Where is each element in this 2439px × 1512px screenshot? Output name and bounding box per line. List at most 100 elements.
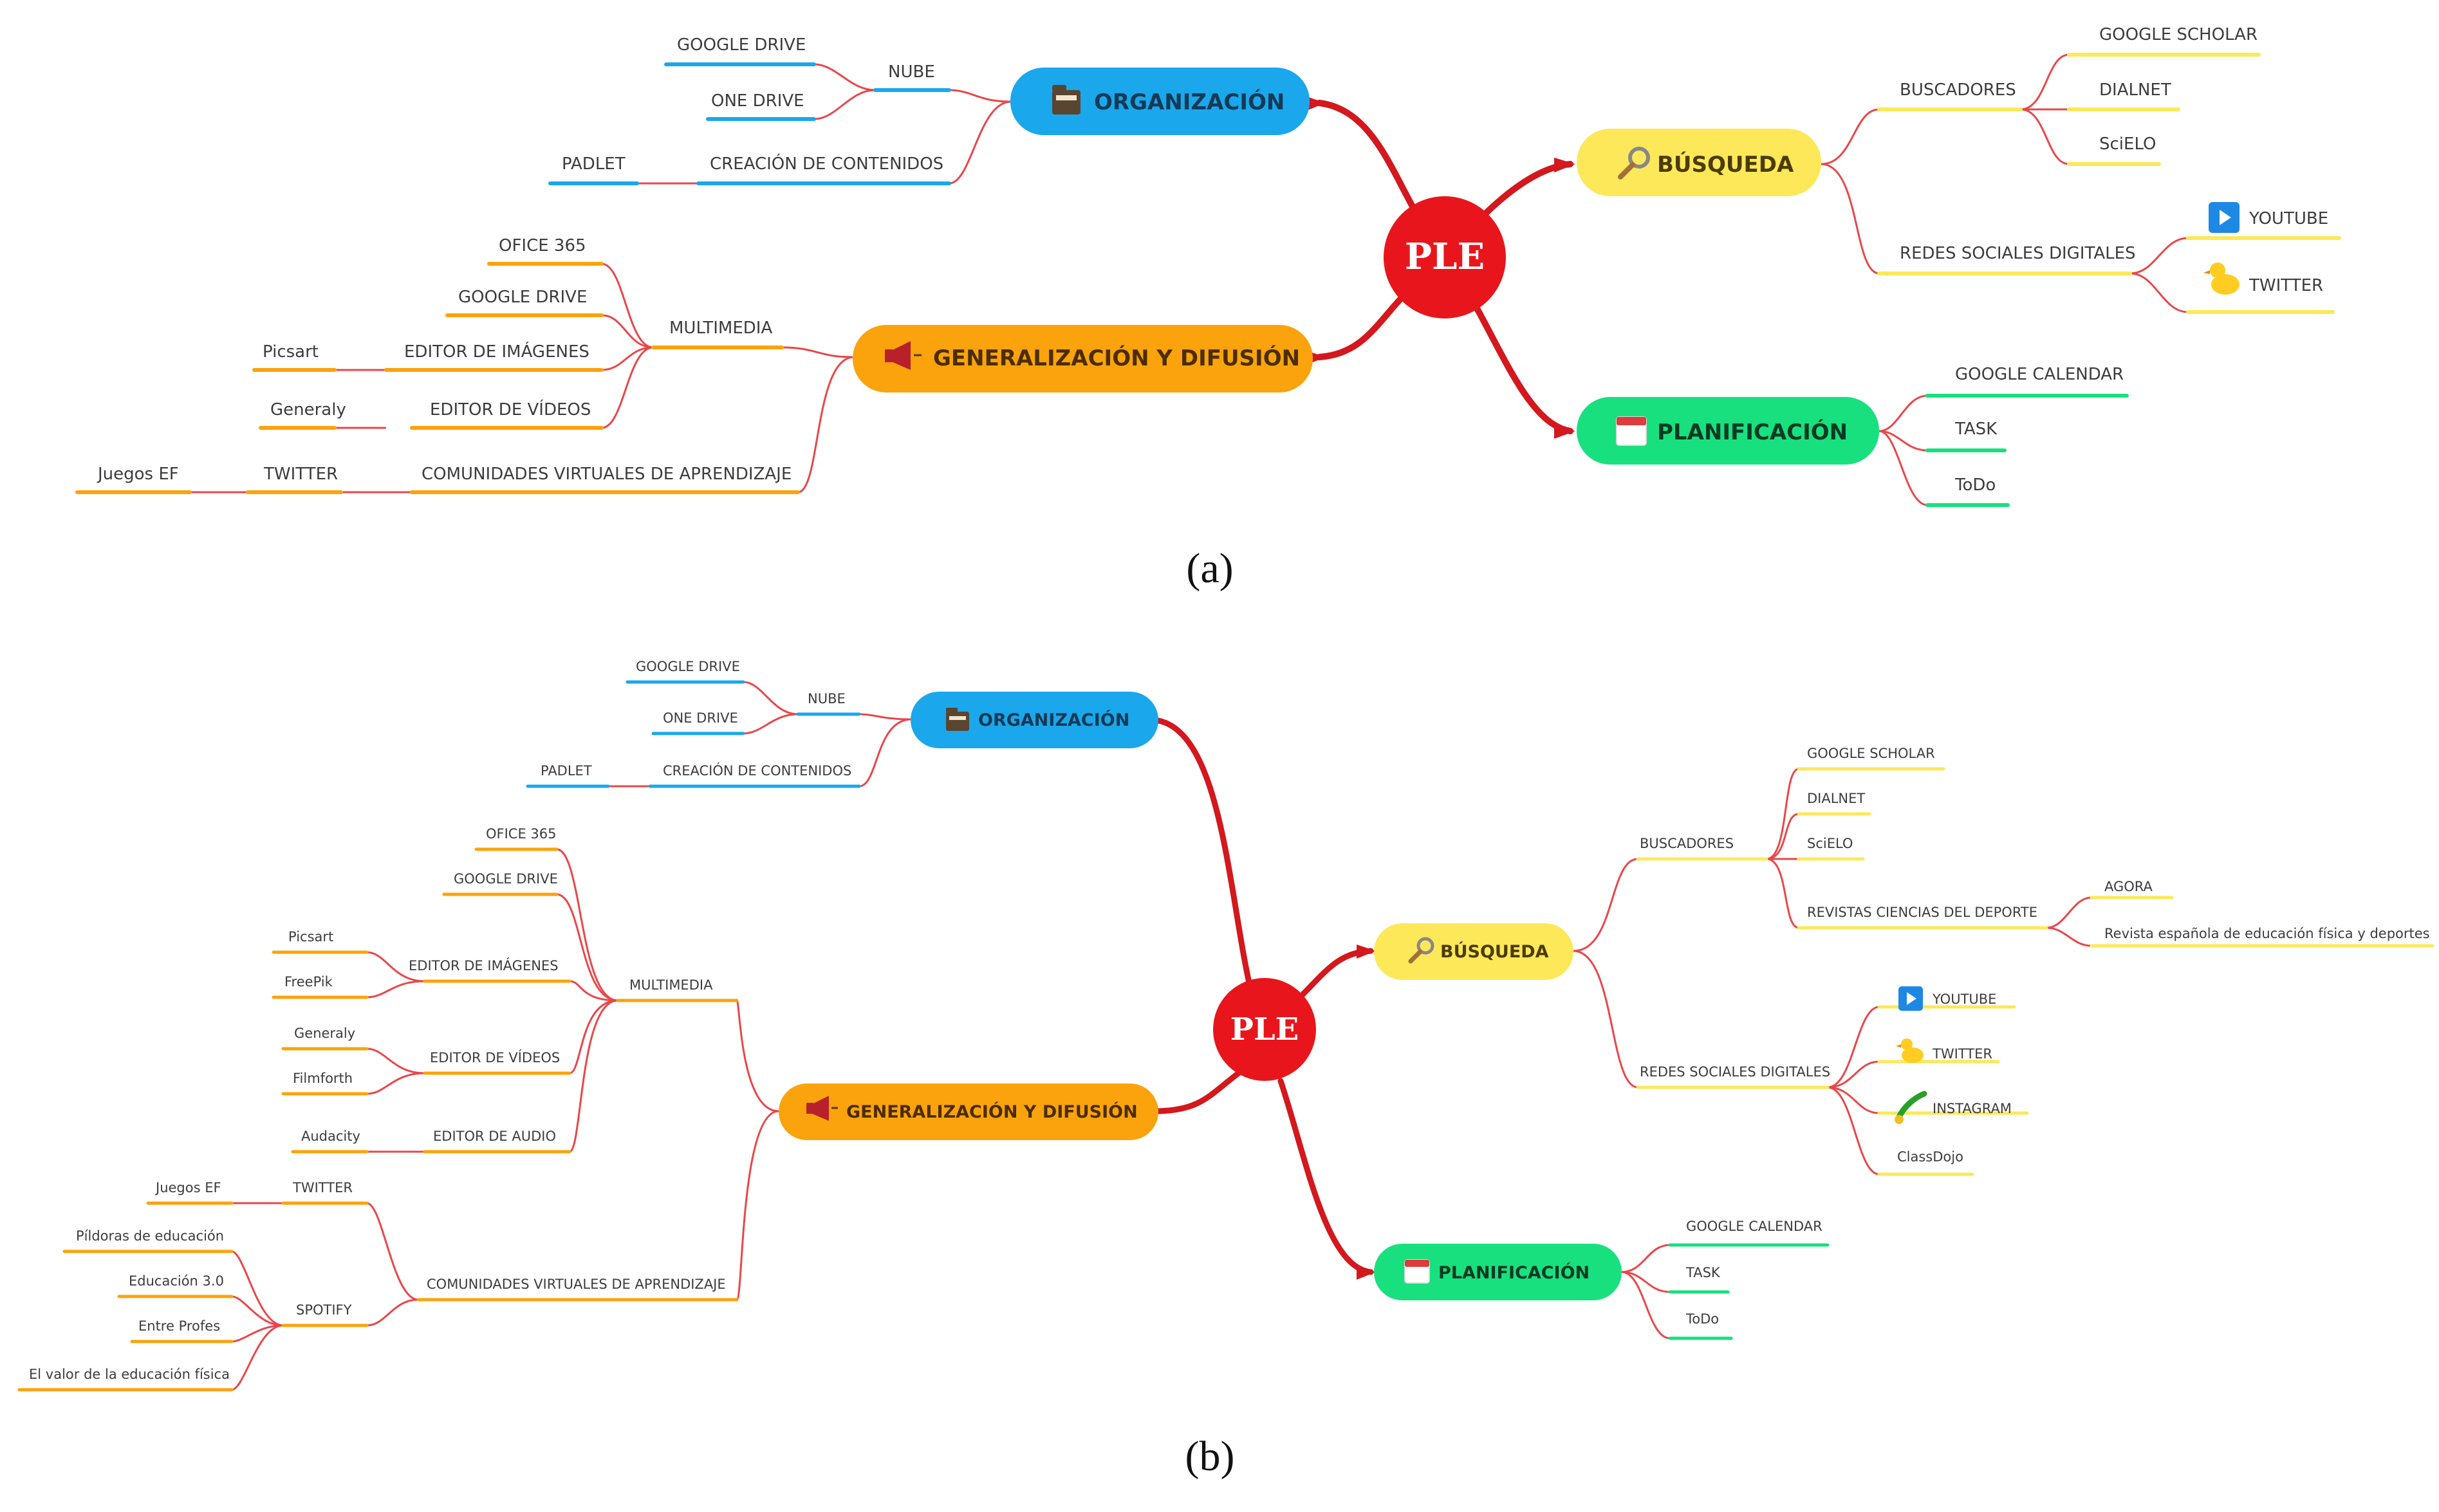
youtube-play-icon (2209, 202, 2240, 233)
b-bus-instagram: INSTAGRAM (1933, 1101, 2012, 1116)
caption-a: (a) (1186, 545, 1233, 592)
b-bus-agora: AGORA (2104, 879, 2153, 894)
a-gen-comunidades: COMUNIDADES VIRTUALES DE APRENDIZAJE (422, 465, 792, 484)
youtube-play-icon (1898, 986, 1923, 1011)
b-bus-redes: REDES SOCIALES DIGITALES (1640, 1064, 1830, 1080)
phone-icon (1895, 1091, 1927, 1124)
b-gen-editor-imagenes: EDITOR DE IMÁGENES (409, 957, 559, 973)
caption-b: (b) (1185, 1433, 1235, 1480)
megaphone-icon (885, 341, 922, 370)
b-bus-revistas: REVISTAS CIENCIAS DEL DEPORTE (1807, 905, 2037, 920)
a-bus-buscadores: BUSCADORES (1900, 80, 2016, 100)
connector-a-organizacion (1316, 100, 1419, 216)
connector-a-planificacion (1470, 299, 1573, 434)
a-org-google-drive: GOOGLE DRIVE (677, 35, 806, 55)
a-org-nube: NUBE (888, 62, 935, 82)
a-gen-google-drive: GOOGLE DRIVE (458, 288, 587, 307)
magnifier-icon (1618, 147, 1650, 180)
b-gen-office: OFICE 365 (486, 826, 557, 842)
b-org-google-drive: GOOGLE DRIVE (636, 659, 740, 674)
b-gen-educacion30: Educación 3.0 (129, 1273, 224, 1289)
node-b-generalizacion: GENERALIZACIÓN Y DIFUSIÓN (779, 1083, 1158, 1140)
b-pla-calendar: GOOGLE CALENDAR (1686, 1219, 1822, 1234)
node-a-planificacion-label: PLANIFICACIÓN (1657, 419, 1848, 445)
b-gen-freepik: FreePik (284, 974, 333, 990)
b-gen-editor-audio: EDITOR DE AUDIO (433, 1129, 556, 1144)
node-b-planificacion: PLANIFICACIÓN (1374, 1244, 1622, 1300)
a-pla-task: TASK (1954, 419, 1998, 439)
b-bus-dialnet: DIALNET (1807, 791, 1865, 806)
node-b-planificacion-label: PLANIFICACIÓN (1438, 1262, 1590, 1283)
b-pla-task: TASK (1685, 1265, 1721, 1280)
bird-icon (1896, 1038, 1924, 1063)
center-b-label: PLE (1230, 1011, 1299, 1047)
node-a-organizacion-label: ORGANIZACIÓN (1094, 89, 1284, 115)
a-gen-picsart: Picsart (263, 342, 319, 362)
b-gen-multimedia: MULTIMEDIA (629, 977, 713, 993)
b-gen-generaly: Generaly (294, 1026, 355, 1041)
b-gen-editor-videos: EDITOR DE VÍDEOS (430, 1049, 560, 1065)
magnifier-icon (1408, 937, 1434, 964)
calendar-icon (1404, 1259, 1430, 1284)
a-org-creacion: CREACIÓN DE CONTENIDOS (710, 153, 943, 174)
a-gen-office: OFICE 365 (499, 236, 586, 255)
b-org-padlet: PADLET (541, 763, 592, 779)
b-bus-buscadores: BUSCADORES (1640, 836, 1734, 851)
b-bus-youtube: YOUTUBE (1932, 991, 1996, 1007)
node-a-busqueda: BÚSQUEDA (1577, 129, 1821, 196)
folder-icon (946, 708, 969, 731)
a-pla-todo: ToDo (1954, 475, 1996, 495)
a-bus-dialnet: DIALNET (2099, 80, 2171, 100)
node-a-busqueda-label: BÚSQUEDA (1657, 151, 1794, 178)
b-org-one-drive: ONE DRIVE (663, 710, 738, 726)
node-b-busqueda: BÚSQUEDA (1374, 923, 1573, 980)
node-b-busqueda-label: BÚSQUEDA (1440, 941, 1549, 962)
a-gen-juegos: Juegos EF (97, 465, 179, 484)
b-pla-todo: ToDo (1685, 1311, 1719, 1327)
a-bus-redes: REDES SOCIALES DIGITALES (1900, 244, 2136, 263)
center-node-b: PLE (1213, 978, 1316, 1081)
calendar-icon (1616, 416, 1647, 446)
a-org-one-drive: ONE DRIVE (711, 91, 804, 111)
center-a-label: PLE (1405, 235, 1485, 278)
a-gen-generaly: Generaly (270, 400, 346, 419)
node-b-organizacion-label: ORGANIZACIÓN (978, 710, 1129, 730)
bird-icon (2203, 263, 2240, 295)
connector-a-busqueda (1477, 161, 1573, 222)
b-gen-picsart: Picsart (288, 929, 333, 945)
diagram-a: ORGANIZACIÓN BÚSQUEDA GENERALIZACIÓN Y D… (75, 25, 2341, 592)
b-gen-audacity: Audacity (301, 1129, 360, 1144)
a-bus-youtube: YOUTUBE (2249, 209, 2328, 228)
b-gen-pildoras: Píldoras de educación (76, 1228, 224, 1244)
b-gen-juegos: Juegos EF (154, 1180, 221, 1195)
b-gen-filmforth: Filmforth (293, 1071, 353, 1086)
a-gen-editor-videos: EDITOR DE VÍDEOS (430, 399, 591, 419)
diagram-b: ORGANIZACIÓN BÚSQUEDA GENERALIZACIÓN Y D… (17, 659, 2434, 1480)
a-gen-multimedia: MULTIMEDIA (669, 318, 772, 338)
b-org-creacion: CREACIÓN DE CONTENIDOS (663, 762, 851, 779)
b-bus-classdojo: ClassDojo (1897, 1149, 1963, 1165)
a-pla-calendar: GOOGLE CALENDAR (1955, 365, 2124, 384)
b-bus-scielo: SciELO (1807, 836, 1853, 851)
a-org-padlet: PADLET (562, 154, 626, 174)
node-a-generalizacion-label: GENERALIZACIÓN Y DIFUSIÓN (933, 345, 1300, 371)
node-a-planificacion: PLANIFICACIÓN (1577, 397, 1879, 465)
a-bus-twitter: TWITTER (2249, 276, 2323, 295)
a-bus-scholar: GOOGLE SCHOLAR (2099, 25, 2258, 44)
center-node-a: PLE (1384, 196, 1506, 318)
megaphone-icon (806, 1096, 838, 1121)
node-a-generalizacion: GENERALIZACIÓN Y DIFUSIÓN (853, 325, 1313, 392)
b-gen-google-drive: GOOGLE DRIVE (454, 871, 558, 887)
node-a-organizacion: ORGANIZACIÓN (1010, 68, 1310, 135)
a-gen-twitter: TWITTER (263, 465, 338, 484)
b-bus-twitter: TWITTER (1932, 1046, 1992, 1062)
b-org-nube: NUBE (808, 691, 846, 706)
a-bus-scielo: SciELO (2099, 134, 2156, 154)
folder-icon (1052, 85, 1080, 115)
b-gen-twitter: TWITTER (292, 1180, 353, 1195)
b-bus-revista-esp: Revista española de educación física y d… (2104, 926, 2430, 941)
b-gen-valor: El valor de la educación física (29, 1367, 230, 1382)
b-bus-scholar: GOOGLE SCHOLAR (1807, 746, 1935, 761)
b-gen-comunidades: COMUNIDADES VIRTUALES DE APRENDIZAJE (427, 1277, 726, 1292)
